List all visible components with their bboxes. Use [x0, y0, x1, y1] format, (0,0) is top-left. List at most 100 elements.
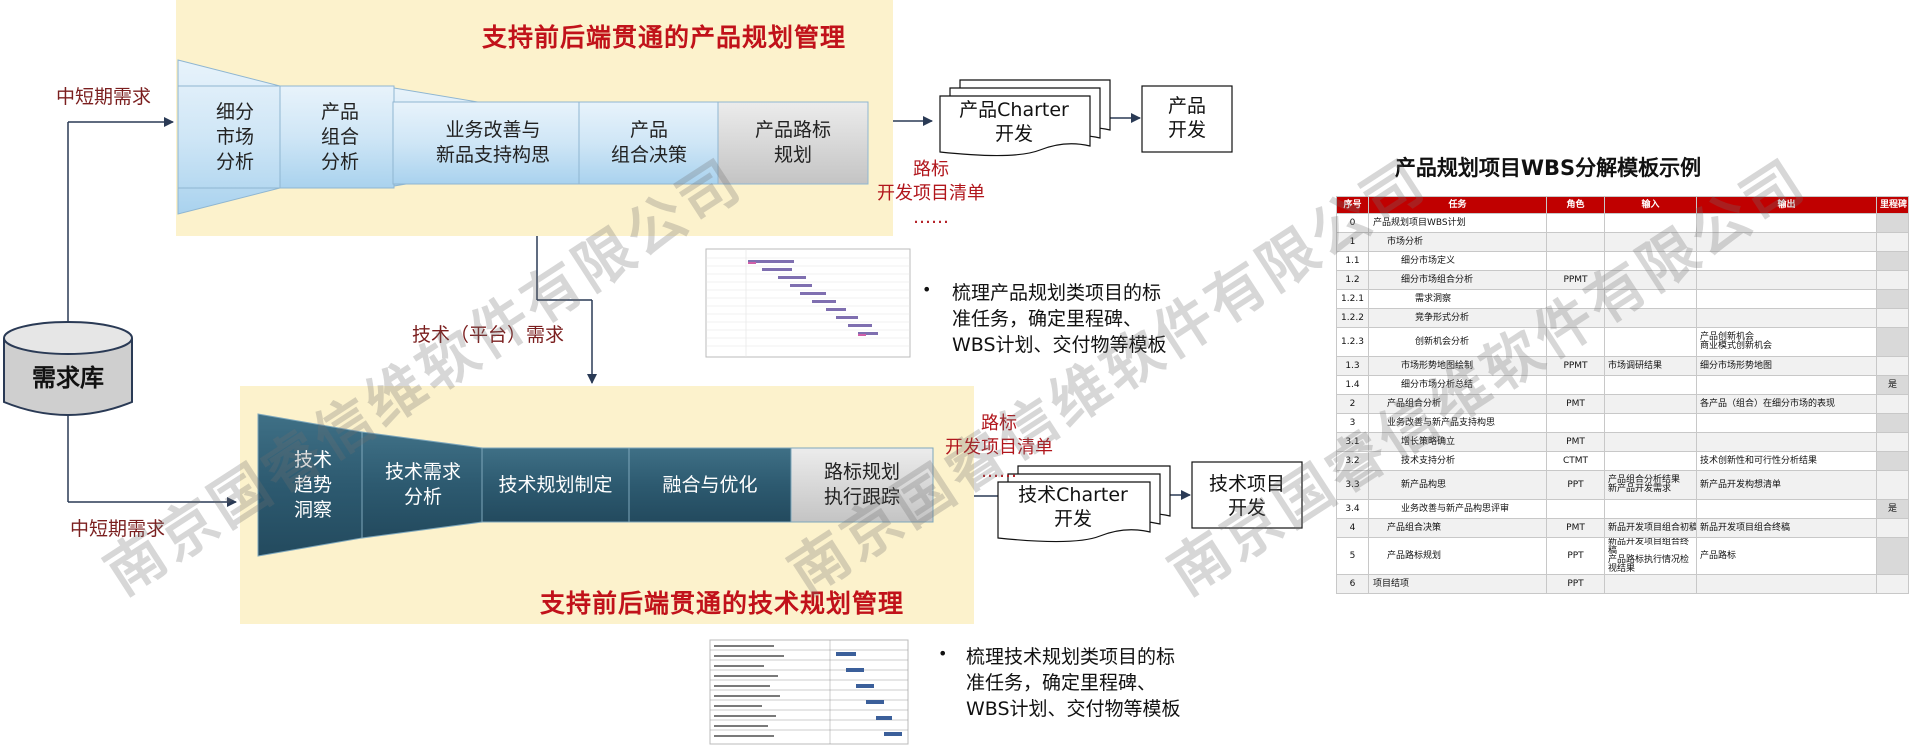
wbs-cell-no: 4 [1336, 518, 1369, 538]
wbs-cell-output [1696, 432, 1877, 452]
wbs-cell-task: 市场形势地图绘制 [1368, 356, 1547, 376]
product-output-list: 路标 开发项目清单 …… [877, 159, 985, 228]
tech-gantt-thumbnail [709, 639, 909, 745]
wbs-cell-milestone: 是 [1876, 375, 1909, 395]
wbs-cell-input: 新品开发项目组合初稿 [1604, 518, 1697, 538]
tech-charter-doc [997, 481, 1151, 543]
tech-stage-3: 技术规划制定 [498, 473, 613, 496]
wbs-cell-milestone [1876, 394, 1909, 414]
wbs-header-role: 角色 [1546, 196, 1605, 214]
wbs-cell-milestone [1876, 251, 1909, 271]
product-stage-3: 业务改善与 新品支持构思 [435, 119, 550, 166]
tech-dev-label: 技术项目 开发 [1208, 473, 1285, 519]
product-charter-label: 产品Charter 开发 [959, 99, 1069, 145]
tech-panel-title: 支持前后端贯通的技术规划管理 [540, 589, 905, 618]
wbs-cell-role: PPT [1546, 574, 1605, 594]
wbs-cell-milestone [1876, 213, 1909, 233]
wbs-cell-input [1604, 413, 1697, 433]
wbs-cell-milestone [1876, 451, 1909, 471]
wbs-cell-milestone [1876, 470, 1909, 500]
wbs-cell-no: 1.3 [1336, 356, 1369, 376]
demand-db-label: 需求库 [32, 364, 104, 392]
wbs-cell-no: 1.2.2 [1336, 308, 1369, 328]
wbs-cell-output: 产品创新机会 商业模式创新机会 [1696, 327, 1877, 357]
tech-stage-4: 融合与优化 [662, 473, 758, 496]
wbs-title: 产品规划项目WBS分解模板示例 [1394, 156, 1702, 180]
wbs-cell-role [1546, 308, 1605, 328]
product-dev-box [1141, 85, 1233, 153]
tech-charter-label: 技术Charter 开发 [1018, 484, 1128, 530]
wbs-cell-input [1604, 394, 1697, 414]
product-gantt-thumbnail [705, 248, 911, 358]
wbs-cell-role: PMT [1546, 394, 1605, 414]
wbs-cell-input: 市场调研结果 [1604, 356, 1697, 376]
product-dev-label: 产品 开发 [1167, 95, 1206, 141]
wbs-cell-input [1604, 499, 1697, 519]
wbs-cell-input [1604, 574, 1697, 594]
wbs-cell-input [1604, 451, 1697, 471]
product-bullet-dot: • [922, 280, 932, 299]
wbs-cell-input [1604, 375, 1697, 395]
wbs-cell-task: 创新机会分析 [1368, 327, 1547, 357]
wbs-cell-role [1546, 232, 1605, 252]
wbs-cell-role: CTMT [1546, 451, 1605, 471]
wbs-cell-role: PPMT [1546, 270, 1605, 290]
demand-db-cylinder [3, 338, 133, 416]
wbs-cell-task: 市场分析 [1368, 232, 1547, 252]
wbs-cell-no: 1.2.3 [1336, 327, 1369, 357]
wbs-header-row: 序号 任务 角色 输入 输出 里程碑 [1336, 196, 1909, 214]
wbs-cell-role [1546, 413, 1605, 433]
wbs-cell-task: 产品组合决策 [1368, 518, 1547, 538]
wbs-cell-milestone [1876, 356, 1909, 376]
wbs-cell-output [1696, 289, 1877, 309]
wbs-cell-output: 新产品开发构想清单 [1696, 470, 1877, 500]
wbs-cell-milestone [1876, 270, 1909, 290]
wbs-cell-role: PPT [1546, 470, 1605, 500]
wbs-cell-no: 3.3 [1336, 470, 1369, 500]
wbs-cell-milestone [1876, 289, 1909, 309]
wbs-cell-milestone [1876, 537, 1909, 575]
wbs-cell-role: PMT [1546, 518, 1605, 538]
tech-stage-5: 路标规划 执行跟踪 [823, 461, 900, 508]
product-panel-title: 支持前后端贯通的产品规划管理 [482, 23, 847, 52]
wbs-cell-input: 新品开发项目组合终稿 产品路标执行情况检视结果 [1604, 537, 1697, 575]
wbs-cell-task: 细分市场定义 [1368, 251, 1547, 271]
wbs-cell-milestone [1876, 232, 1909, 252]
tech-dev-box [1191, 461, 1303, 529]
wbs-cell-output: 细分市场形势地图 [1696, 356, 1877, 376]
product-bullet-text: 梳理产品规划类项目的标 准任务，确定里程碑、 WBS计划、交付物等模板 [952, 282, 1167, 356]
wbs-cell-output [1696, 499, 1877, 519]
product-stage-5: 产品路标 规划 [754, 119, 831, 166]
product-stage-1: 细分 市场 分析 [215, 100, 254, 173]
wbs-cell-output [1696, 232, 1877, 252]
wbs-cell-task: 细分市场组合分析 [1368, 270, 1547, 290]
product-stage-2: 产品 组合 分析 [320, 100, 359, 173]
wbs-cell-task: 业务改善与新产品构思评审 [1368, 499, 1547, 519]
wbs-cell-no: 6 [1336, 574, 1369, 594]
wbs-cell-output [1696, 308, 1877, 328]
tech-platform-demand: 技术（平台）需求 [412, 324, 565, 346]
wbs-cell-role [1546, 213, 1605, 233]
wbs-cell-milestone [1876, 574, 1909, 594]
tech-stage-2: 技术需求 分析 [384, 461, 461, 508]
wbs-header-input: 输入 [1604, 196, 1697, 214]
tech-output-list: 路标 开发项目清单 …… [945, 413, 1053, 482]
wbs-cell-milestone [1876, 518, 1909, 538]
wbs-cell-input [1604, 270, 1697, 290]
wbs-cell-output: 产品路标 [1696, 537, 1877, 575]
